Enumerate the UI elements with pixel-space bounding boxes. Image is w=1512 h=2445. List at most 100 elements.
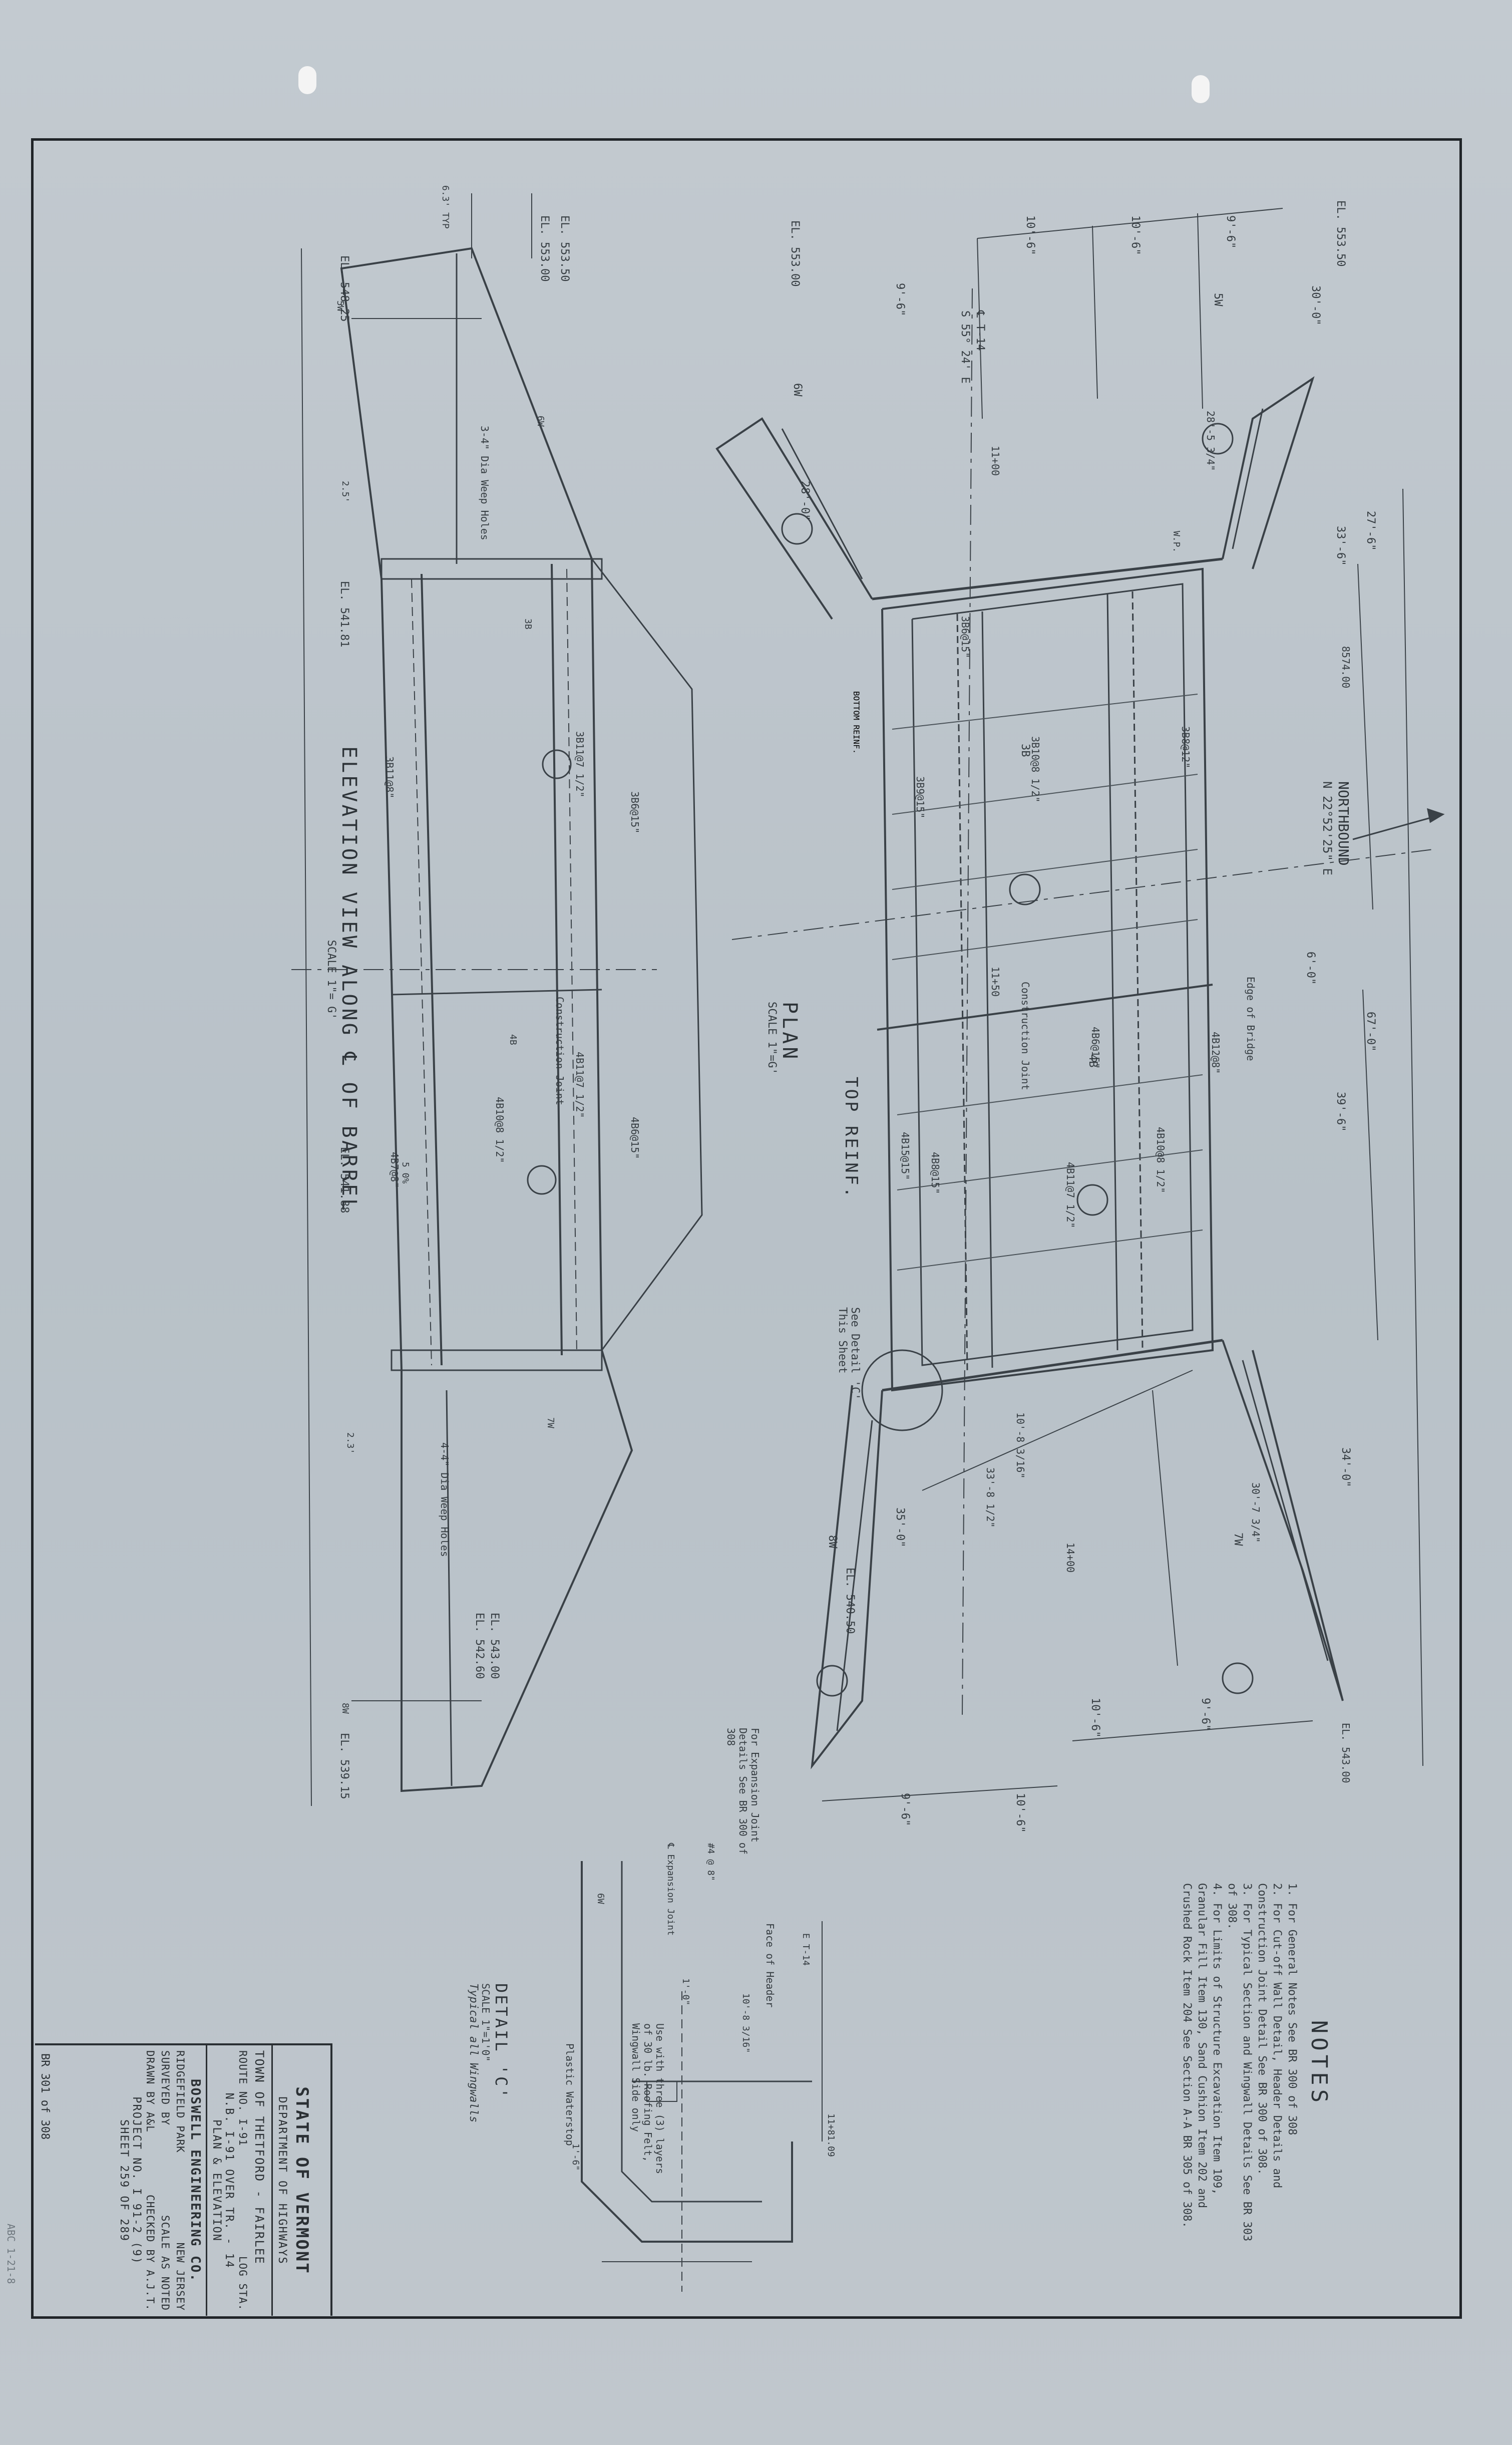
punch-hole <box>1192 75 1210 103</box>
bar-mark: 4B7@8" <box>389 1152 401 1188</box>
elevation-label: EL. 553.00 <box>789 220 801 287</box>
wingwall-mark: 6W <box>595 1893 606 1904</box>
wingwall-mark: 8W <box>340 1703 350 1714</box>
dimension-label: 35'-0" <box>894 1507 906 1548</box>
weep-hole-label: 4-4" Dia Weep Holes <box>439 1442 451 1557</box>
detail-reference-label: See Detail 'C' This Sheet <box>836 1307 861 1400</box>
centerline-label: E T-14 <box>801 1933 811 1966</box>
punch-hole <box>298 66 316 94</box>
bearing-label: N 22°52'25" E <box>1320 781 1334 875</box>
section-mark: 4B <box>1086 1054 1099 1068</box>
title-block: STATE OF VERMONT DEPARTMENT OF HIGHWAYS … <box>35 2043 332 2316</box>
detail-c-title: DETAIL 'C' <box>492 1983 511 2100</box>
engineer-name: BOSWELL ENGINEERING CO. <box>188 2078 203 2283</box>
top-reinf-label: TOP REINF. <box>841 1077 861 1199</box>
wingwall-mark: 7W <box>545 1417 556 1428</box>
archive-stamp: ABC 1-21-8 <box>5 2224 17 2284</box>
station-label: 8574.00 <box>1340 646 1352 689</box>
dimension-label: 6.3' TYP <box>440 185 451 229</box>
wingwall-mark: 8W <box>826 1535 839 1549</box>
northbound-label: NORTHBOUND <box>1335 781 1352 866</box>
dimension-label: 67'-0" <box>1364 1012 1377 1052</box>
route-number: ROUTE NO. I-91 <box>237 2050 249 2147</box>
plan-title-group: PLAN SCALE 1"=G' <box>766 1002 801 1075</box>
drawn-by: DRAWN BY A&L <box>144 2050 156 2132</box>
drawing-linework <box>291 193 1445 2292</box>
notes-heading: NOTES <box>1306 2020 1332 2107</box>
wingwall-mark: 5W <box>335 300 345 312</box>
dimension-label: 2.5' <box>340 481 350 503</box>
centerline-label: ℄ T-14 <box>974 311 986 351</box>
bar-mark: 4B15@15" <box>899 1132 911 1180</box>
face-of-header-label: Face of Header <box>764 1923 776 2008</box>
dimension-label: 30'-7 3/4" <box>1250 1482 1262 1543</box>
sheet-title: PLAN & ELEVATION <box>210 2119 223 2242</box>
construction-joint-label: Construction Joint <box>554 997 566 1105</box>
dimension-label: 10'-8 3/16" <box>1014 1412 1026 1479</box>
dimension-label: 9'-6" <box>1224 215 1237 249</box>
bar-mark: 3B6@15" <box>959 616 971 659</box>
elevation-label: EL. 553.50 <box>558 215 571 282</box>
wingwall-mark: 5W <box>1212 293 1224 307</box>
expansion-joint-label: ℄ Expansion Joint <box>665 1843 676 1936</box>
elevation-label: EL. 543.00 <box>488 1613 501 1679</box>
work-point-label: W.P. <box>1171 531 1182 553</box>
bridge-sheet-number: BR 301 of 308 <box>39 2053 51 2140</box>
bridge-name: N.B. I-91 OVER TR. - 14 <box>223 2092 235 2269</box>
waterstop-label: Plastic Waterstop <box>564 2043 576 2146</box>
bar-mark: 4B8@15" <box>929 1152 941 1194</box>
bar-mark: 4B11@7 1/2" <box>1064 1162 1076 1229</box>
dimension-label: 9'-6" <box>1199 1698 1212 1731</box>
bar-mark: 4B12@8" <box>1210 1032 1222 1074</box>
elevation-label: EL. 543.00 <box>1340 1723 1352 1783</box>
bar-mark: #4 @ 8" <box>705 1843 716 1881</box>
state-name: STATE OF VERMONT <box>292 2086 312 2275</box>
note-item: 3. For Typical Section and Wingwall Deta… <box>1226 1883 1253 2242</box>
wingwall-mark: 7W <box>1232 1533 1244 1546</box>
elevation-title-group: ELEVATION VIEW ALONG ℄ OF BARREL SCALE 1… <box>325 746 360 1213</box>
surveyed-by: SURVEYED BY <box>159 2050 171 2126</box>
dimension-label: 33'-6" <box>1334 526 1347 566</box>
town-name: TOWN OF THETFORD - FAIRLEE <box>252 2050 266 2265</box>
bar-mark: 4B10@8 1/2" <box>494 1097 506 1163</box>
elevation-label: EL. 541.88 <box>338 1147 350 1213</box>
dimension-label: 6'-0" <box>1304 952 1317 985</box>
bar-mark: 3B8@12" <box>1180 726 1192 769</box>
section-mark: 3B <box>523 619 533 630</box>
dimension-label: 33'-8 1/2" <box>984 1467 996 1528</box>
plan-view <box>715 208 1445 1801</box>
detail-c <box>581 1861 823 2292</box>
note-item: 1. For General Notes See BR 300 of 308 <box>1286 1883 1298 2135</box>
notes-block: NOTES 1. For General Notes See BR 300 of… <box>1179 1883 1332 2244</box>
drawing-border <box>31 138 1462 2319</box>
dimension-label: 1'-0" <box>680 1978 691 2006</box>
dimension-label: 34'-0" <box>1339 1447 1352 1487</box>
engineer-city: RIDGEFIELD PARK <box>174 2050 186 2153</box>
elevation-label: EL. 548.25 <box>338 255 350 322</box>
dimension-label: 39'-6" <box>1334 1092 1347 1132</box>
expansion-joint-note: For Expansion Joint Details See BR 300 o… <box>725 1728 761 1855</box>
plan-title: PLAN <box>778 1002 801 1062</box>
bar-mark: 3B11@8" <box>384 756 396 799</box>
elevation-scale: SCALE 1"= G' <box>325 940 337 1020</box>
wingwall-mark: 6W <box>535 416 546 427</box>
dimension-label: 2.3' <box>345 1432 355 1454</box>
dimension-label: 1'-6" <box>570 2144 581 2171</box>
dimension-label: 14+00 <box>1064 1543 1076 1573</box>
roofing-felt-note: Use with three (3) layers of 30 lb. Roof… <box>630 2023 666 2175</box>
bar-mark: 3B6@15" <box>629 791 641 834</box>
dimension-label: 9'-6" <box>899 1793 911 1826</box>
section-mark: 3B <box>1019 744 1031 757</box>
dimension-label: 10'-6" <box>1024 215 1036 255</box>
elevation-label: EL. 539.15 <box>338 1733 350 1799</box>
bar-mark: 4B6@15" <box>629 1117 641 1159</box>
bar-mark: 3B11@7 1/2" <box>574 731 586 798</box>
checked-by: CHECKED BY A.J.T. <box>144 2195 156 2311</box>
note-item: 2. For Cut-off Wall Detail, Header Detai… <box>1256 1883 1283 2189</box>
construction-joint-label: Construction Joint <box>1019 982 1031 1090</box>
detail-c-title-group: DETAIL 'C' SCALE 1"=1'0" Typical all Win… <box>467 1983 511 2122</box>
engineer-state: NEW JERSEY <box>174 2242 186 2311</box>
department-name: DEPARTMENT OF HIGHWAYS <box>276 2096 288 2265</box>
dimension-label: 10'-8 3/16" <box>740 1993 751 2053</box>
dimension-label: 11+00 <box>989 446 1001 476</box>
